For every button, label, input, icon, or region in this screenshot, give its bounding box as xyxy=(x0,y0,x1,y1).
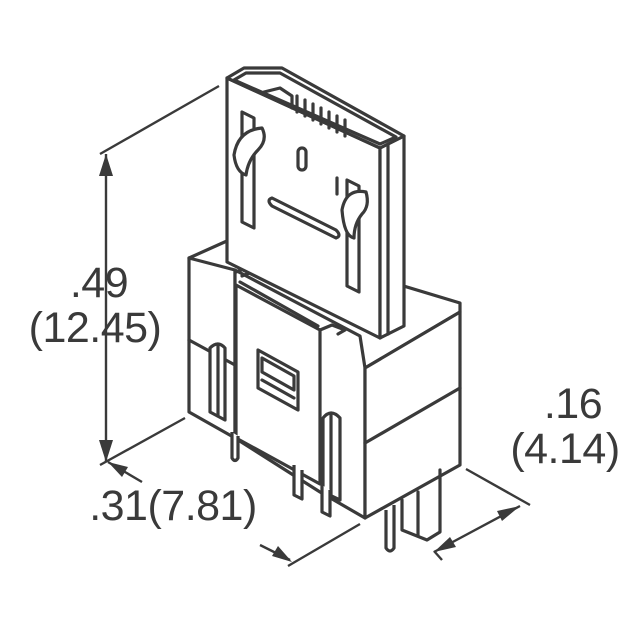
width-dimension xyxy=(107,460,361,568)
depth-inch-label: .16 xyxy=(543,380,603,428)
width-label: .31(7.81) xyxy=(89,482,257,530)
height-mm-label: (12.45) xyxy=(28,304,162,352)
housing-body xyxy=(187,234,462,553)
depth-mm-label: (4.14) xyxy=(510,425,620,473)
depth-dimension xyxy=(433,467,531,561)
height-inch-label: .49 xyxy=(69,259,129,307)
height-dimension xyxy=(99,84,220,467)
hdmi-receptacle xyxy=(225,66,406,340)
